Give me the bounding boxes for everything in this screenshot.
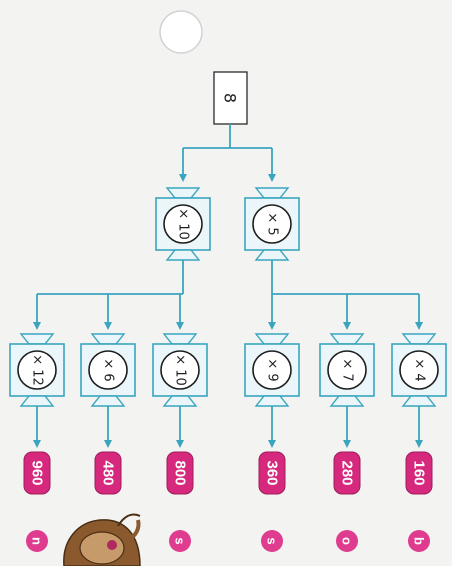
svg-text:s: s xyxy=(265,537,280,544)
machine-label: × 7 xyxy=(340,358,355,381)
machine-label: × 4 xyxy=(412,358,427,381)
machine-times-10: × 10 xyxy=(155,187,211,261)
result-box: 480 xyxy=(94,451,122,495)
result-box: 960 xyxy=(23,451,51,495)
letter-tag: s xyxy=(261,530,283,552)
machine-times-12: × 12 xyxy=(9,333,65,407)
branch-connectors xyxy=(33,260,423,330)
machine-times-4: × 4 xyxy=(391,333,447,407)
result-value: 800 xyxy=(172,460,189,485)
cartoon-monkey-illustration xyxy=(63,513,141,566)
letter-tag: o xyxy=(336,530,358,552)
machine-label: × 10 xyxy=(176,208,191,240)
svg-text:n: n xyxy=(30,537,45,545)
start-connector xyxy=(179,124,276,182)
svg-text:o: o xyxy=(340,537,355,545)
svg-text:s: s xyxy=(173,537,188,544)
machine-label: × 9 xyxy=(265,358,280,381)
machine-times-5: × 5 xyxy=(244,187,300,261)
machine-times-6: × 6 xyxy=(80,333,136,407)
result-value: 960 xyxy=(29,460,46,485)
result-value: 280 xyxy=(339,460,356,485)
result-box: 280 xyxy=(333,451,361,495)
result-value: 160 xyxy=(411,460,428,485)
letter-tag: b xyxy=(408,530,430,552)
result-value: 360 xyxy=(264,460,281,485)
output-arrows xyxy=(33,406,423,448)
machine-label: × 6 xyxy=(101,358,116,381)
svg-text:b: b xyxy=(412,537,427,545)
machine-label: × 12 xyxy=(30,354,45,386)
machine-times-9: × 9 xyxy=(244,333,300,407)
start-number: 8 xyxy=(221,93,240,103)
machine-label: × 5 xyxy=(265,212,280,235)
result-box: 160 xyxy=(405,451,433,495)
result-box: 360 xyxy=(258,451,286,495)
result-box: 800 xyxy=(166,451,194,495)
letter-tag: n xyxy=(26,530,48,552)
punch-hole xyxy=(159,10,203,54)
machine-times-7: × 7 xyxy=(319,333,375,407)
letter-tag: s xyxy=(169,530,191,552)
start-number-box: 8 xyxy=(213,71,248,125)
result-value: 480 xyxy=(100,460,117,485)
machine-label: × 10 xyxy=(173,354,188,386)
machine-times-10: × 10 xyxy=(152,333,208,407)
